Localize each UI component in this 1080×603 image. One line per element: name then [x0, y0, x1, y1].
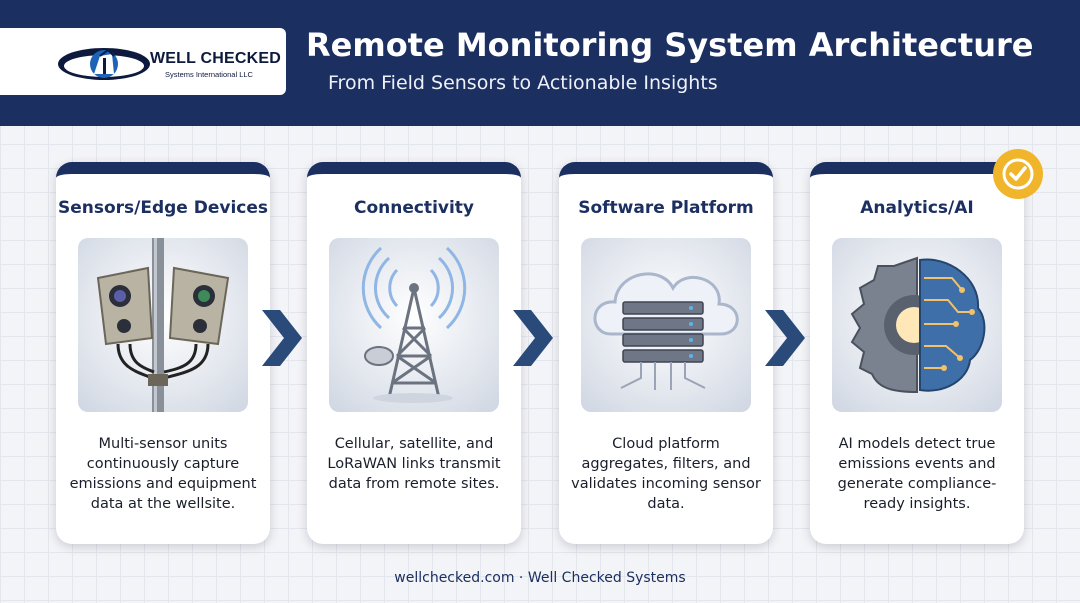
flow-arrow-icon — [513, 310, 553, 366]
checkmark-badge-icon — [993, 149, 1043, 199]
footer-text: wellchecked.com · Well Checked Systems — [394, 570, 686, 586]
header-banner: WELL CHECKED Systems International LLC R… — [0, 0, 1080, 126]
logo-subtitle: Systems International LLC — [165, 70, 253, 79]
logo-name: WELL CHECKED — [150, 50, 281, 67]
stage-card-sensors: Sensors/Edge Devices Multi-sensor units … — [56, 162, 270, 544]
gear-brain-icon — [832, 238, 1002, 412]
stage-card-software: Software Platform Cloud platform aggrega… — [559, 162, 773, 544]
logo: WELL CHECKED Systems International LLC — [0, 28, 286, 95]
stage-title: Connectivity — [353, 198, 475, 218]
flow-arrow-icon — [262, 310, 302, 366]
stage-title: Analytics/AI — [860, 198, 974, 218]
flow-arrow-icon — [765, 310, 805, 366]
stage-description: Cloud platform aggregates, filters, and … — [571, 436, 761, 512]
page-subtitle: From Field Sensors to Actionable Insight… — [328, 72, 718, 94]
stage-description: AI models detect true emissions events a… — [837, 436, 997, 512]
stage-description: Multi-sensor units continuously capture … — [69, 436, 257, 512]
stage-title: Sensors/Edge Devices — [57, 198, 269, 218]
stage-description: Cellular, satellite, and LoRaWAN links t… — [327, 436, 501, 492]
page-title: Remote Monitoring System Architecture — [306, 26, 1034, 64]
logo-emblem-icon — [58, 48, 150, 80]
cell-tower-icon — [329, 238, 499, 412]
camera-sensor-icon — [78, 238, 248, 412]
stage-title: Software Platform — [578, 198, 754, 218]
cloud-server-icon — [581, 238, 751, 412]
stage-card-connectivity: Connectivity Cellular, satellite, and Lo… — [307, 162, 521, 544]
stage-card-analytics: Analytics/AI AI models detect true emiss… — [810, 162, 1024, 544]
